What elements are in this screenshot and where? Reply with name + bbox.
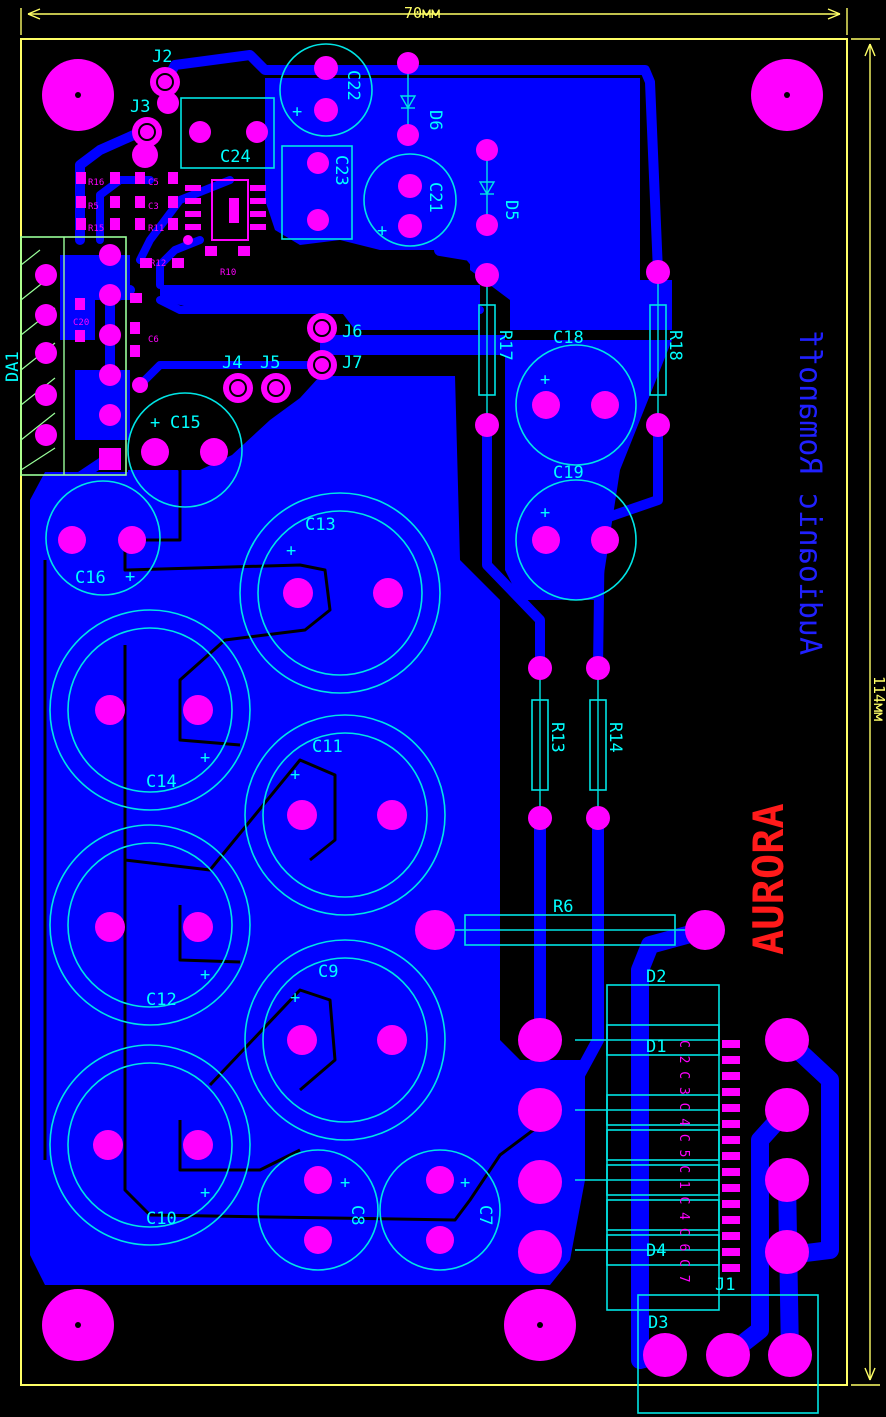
- label-c24: C24: [220, 147, 251, 167]
- label-j4: J4: [222, 353, 242, 373]
- plus-mark: +: [200, 1183, 210, 1203]
- label-c12: C12: [146, 990, 177, 1010]
- label-r18: R18: [665, 330, 685, 361]
- smd-components: [75, 172, 266, 393]
- label-c16: C16: [75, 568, 106, 588]
- label-c10: C10: [146, 1209, 177, 1229]
- label-j1: J1: [715, 1275, 735, 1295]
- label-j5: J5: [260, 353, 280, 373]
- mounting-holes: [42, 59, 823, 1361]
- plus-mark: +: [286, 541, 296, 561]
- label-c7: C7: [475, 1205, 495, 1225]
- label-da1: DA1: [3, 351, 23, 382]
- plus-mark: +: [340, 1173, 350, 1193]
- plus-mark: +: [200, 965, 210, 985]
- label-c23: C23: [331, 155, 351, 186]
- plus-mark: +: [150, 413, 160, 433]
- label-c8: C8: [347, 1205, 367, 1225]
- width-dimension-label: 70мм: [404, 4, 440, 22]
- aurora-logo: AURORA: [744, 803, 793, 955]
- plus-mark: +: [290, 765, 300, 785]
- smd-label-r16: R16: [88, 178, 104, 188]
- plus-mark: +: [540, 370, 550, 390]
- label-c9: C9: [318, 962, 338, 982]
- silkscreen-labels: J2 J3 J4 J5 J6 J7 J1 C24 C15 C16 C13 C14…: [3, 47, 735, 1333]
- smd-label-r15: R15: [88, 224, 104, 234]
- label-r6: R6: [553, 897, 573, 917]
- plus-mark: +: [292, 102, 302, 122]
- smd-label-c20: C20: [73, 318, 89, 328]
- pour-isolation-lines: [43, 448, 561, 1222]
- author-credit: Audioanic Romanoff: [792, 330, 827, 655]
- smd-label-c6: C6: [148, 335, 159, 345]
- board-outline: [20, 8, 880, 1386]
- ic-package: [211, 179, 249, 241]
- label-r17: R17: [495, 330, 515, 361]
- smd-label-r12: R12: [150, 259, 166, 269]
- bridge-section: [518, 984, 819, 1414]
- copper-layer: [30, 78, 672, 1285]
- label-j3: J3: [130, 97, 150, 117]
- plus-mark: +: [460, 1173, 470, 1193]
- label-j2: J2: [152, 47, 172, 67]
- label-d3: D3: [648, 1313, 668, 1333]
- plus-mark: +: [200, 748, 210, 768]
- plus-mark: +: [377, 221, 387, 241]
- smd-label-r5: R5: [88, 202, 99, 212]
- small-diodes: [397, 52, 498, 236]
- height-dimension-label: 114мм: [870, 676, 886, 721]
- label-c11: C11: [312, 737, 343, 757]
- jumpers: [132, 67, 337, 403]
- smd-label-r10: R10: [220, 268, 236, 278]
- label-c14: C14: [146, 772, 177, 792]
- smd-label-r11: R11: [148, 224, 164, 234]
- label-r13: R13: [547, 722, 567, 753]
- label-d6: D6: [425, 110, 445, 130]
- smd-labels: R16 R5 R15 C5 C3 R11 R12 R10 C20 C6: [73, 178, 236, 345]
- label-d5: D5: [501, 200, 521, 220]
- label-j7: J7: [342, 353, 362, 373]
- label-c13: C13: [305, 515, 336, 535]
- trace-layer: [40, 50, 839, 1369]
- label-c18: C18: [553, 328, 584, 348]
- plus-mark: +: [540, 503, 550, 523]
- label-c19: C19: [553, 463, 584, 483]
- label-c22: C22: [343, 70, 363, 101]
- label-j6: J6: [342, 322, 362, 342]
- plus-mark: +: [290, 988, 300, 1008]
- label-c21: C21: [425, 182, 445, 213]
- label-r14: R14: [605, 722, 625, 753]
- da1-connector: [20, 236, 127, 476]
- resistors: [415, 260, 725, 950]
- plus-mark: +: [125, 567, 135, 587]
- capacitors: [45, 43, 637, 1271]
- label-c15: C15: [170, 413, 201, 433]
- label-d1: D1: [646, 1037, 666, 1057]
- label-d4: D4: [646, 1241, 666, 1261]
- bridge-cap-labels: C 2 C 3 C 4 C 5 C 1 C 4 C 6 C 7: [676, 1040, 691, 1283]
- smd-label-c3: C3: [148, 202, 159, 212]
- label-d2: D2: [646, 967, 666, 987]
- smd-label-c5: C5: [148, 178, 159, 188]
